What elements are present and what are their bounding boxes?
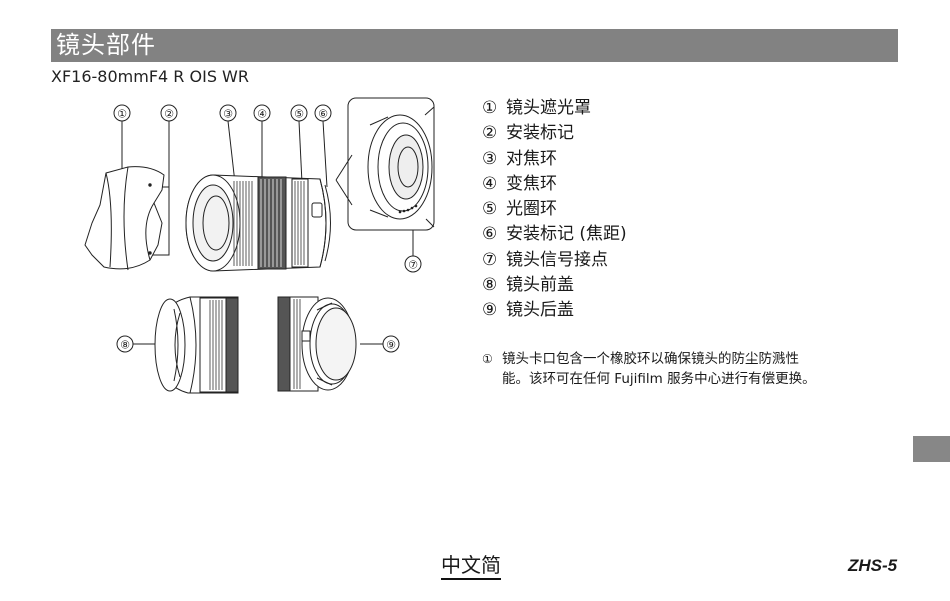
lens-body-illustration: [185, 174, 331, 272]
callout-1: ①: [113, 104, 131, 122]
svg-text:②: ②: [164, 108, 174, 121]
svg-text:⑦: ⑦: [408, 259, 418, 272]
callout-4: ④: [253, 104, 271, 122]
callout-5: ⑤: [290, 104, 308, 122]
svg-text:①: ①: [117, 108, 127, 121]
callout-7: ⑦: [404, 255, 422, 273]
callout-3: ③: [219, 104, 237, 122]
section-title-bar: 镜头部件: [51, 29, 898, 62]
svg-text:⑥: ⑥: [318, 108, 328, 121]
svg-text:⑨: ⑨: [386, 339, 396, 352]
callout-8: ⑧: [116, 335, 134, 353]
callout-6: ⑥: [314, 104, 332, 122]
note-line-1: 镜头卡口包含一个橡胶环以确保镜头的防尘防溅性: [502, 351, 799, 367]
lens-hood-illustration: [84, 166, 165, 271]
callout-9: ⑨: [382, 335, 400, 353]
note: ① 镜头卡口包含一个橡胶环以确保镜头的防尘防溅性 能。该环可在任何 Fujifil…: [482, 349, 902, 389]
note-line-2: 能。该环可在任何 Fujifilm 服务中心进行有偿更换。: [502, 371, 816, 387]
lens-parts-diagram: ① ② ③ ④ ⑤ ⑥ ⑦ ⑧ ⑨: [84, 97, 435, 394]
callout-2: ②: [160, 104, 178, 122]
section-title: 镜头部件: [56, 31, 156, 59]
note-icon: ①: [482, 352, 493, 366]
svg-text:④: ④: [257, 108, 267, 121]
front-cap-illustration: [154, 296, 239, 394]
page-number: ZHS-5: [848, 556, 898, 575]
rear-cap-illustration: [277, 296, 357, 392]
footer-language: 中文简: [441, 553, 501, 580]
svg-text:③: ③: [223, 108, 233, 121]
lens-mount-illustration: [335, 97, 435, 231]
section-index-tab: [913, 436, 950, 462]
lens-model: XF16-80mmF4 R OIS WR: [51, 67, 249, 86]
svg-text:⑤: ⑤: [294, 108, 304, 121]
svg-text:⑧: ⑧: [120, 339, 130, 352]
